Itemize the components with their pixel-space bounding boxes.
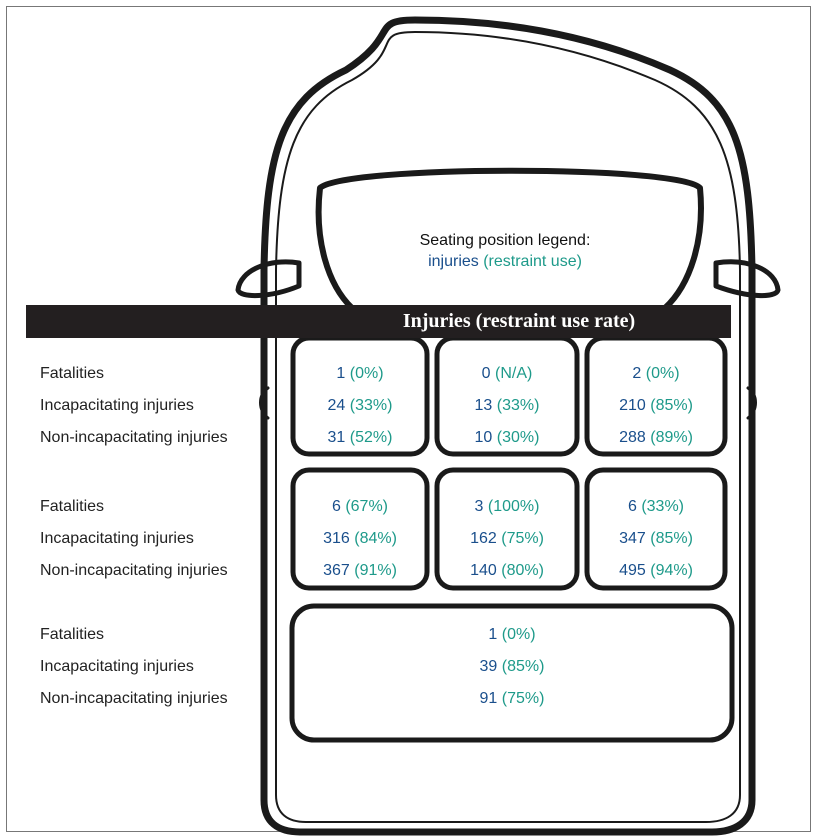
seat-value: 347 (85%) [619,530,693,547]
seat-value: 367 (91%) [323,562,397,579]
seating-legend: Seating position legend: injuries (restr… [380,230,630,272]
seat-value: 31 (52%) [327,429,393,446]
seat-value: 6 (67%) [331,498,389,515]
seat-value: 0 (N/A) [481,365,533,382]
seat-value: 162 (75%) [470,530,544,547]
row1-label-fatalities: Fatalities [40,365,105,382]
seat-value: 91 (75%) [479,690,545,707]
seat-value: 3 (100%) [474,498,540,515]
row2-label-incapacitating: Incapacitating injuries [40,530,194,547]
row3-label-incapacitating: Incapacitating injuries [40,658,194,675]
seat-value: 288 (89%) [619,429,693,446]
row1-label-nonincapacitating: Non-incapacitating injuries [40,429,228,446]
seat-value: 495 (94%) [619,562,693,579]
legend-key: injuries (restraint use) [380,251,630,272]
seat-value: 24 (33%) [327,397,393,414]
seat-value: 10 (30%) [474,429,540,446]
seat-value: 13 (33%) [474,397,540,414]
seat-value: 210 (85%) [619,397,693,414]
header-band: Injuries (restraint use rate) [26,305,731,338]
seat-value: 2 (0%) [632,365,680,382]
header-title: Injuries (restraint use rate) [402,310,636,332]
row3-label-nonincapacitating: Non-incapacitating injuries [40,690,228,707]
row2-label-fatalities: Fatalities [40,498,105,515]
seat-value: 140 (80%) [470,562,544,579]
legend-restraint: (restraint use) [483,253,582,270]
legend-injuries: injuries [428,253,479,270]
legend-title: Seating position legend: [419,232,591,249]
row2-label-nonincapacitating: Non-incapacitating injuries [40,562,228,579]
row3-label-fatalities: Fatalities [40,626,105,643]
seat-value: 1 (0%) [336,365,384,382]
seat-value: 6 (33%) [627,498,685,515]
seat-value: 39 (85%) [479,658,545,675]
seat-value: 316 (84%) [323,530,397,547]
seat-value: 1 (0%) [488,626,536,643]
row1-label-incapacitating: Incapacitating injuries [40,397,194,414]
